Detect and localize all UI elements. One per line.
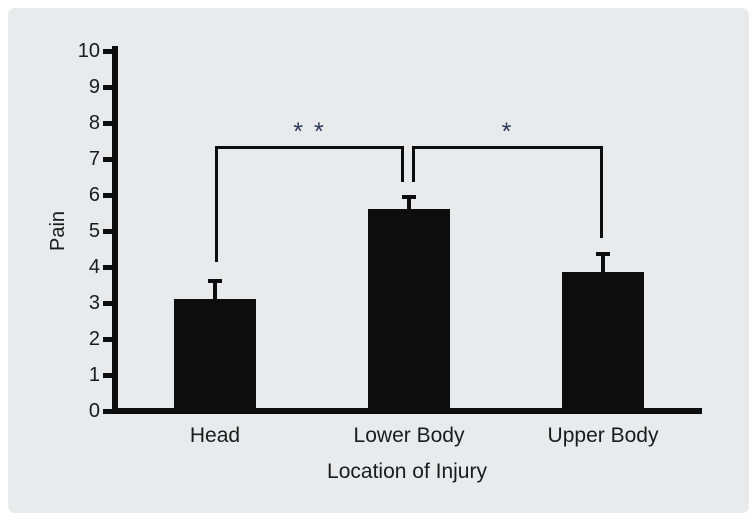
y-tick [103,192,112,198]
y-tick [103,84,112,90]
y-tick-label: 1 [88,364,100,386]
y-tick [103,48,112,54]
bar [368,209,450,411]
x-category-label: Lower Body [353,424,465,447]
error-bar-cap [596,252,610,257]
error-bar-stem [407,196,411,214]
x-axis-title: Location of Injury [327,460,487,483]
y-tick-label: 5 [88,220,100,242]
error-bar-cap [402,194,416,199]
y-tick-label: 7 [88,148,100,170]
significance-bracket [412,146,415,183]
y-tick [103,120,112,126]
y-tick [103,156,112,162]
x-category-label: Upper Body [547,424,659,447]
y-tick-label: 10 [77,40,100,62]
error-bar-stem [213,281,217,304]
y-tick [103,372,112,378]
error-bar-cap [208,279,222,284]
y-tick-label: 2 [88,328,100,350]
significance-bracket [401,146,404,183]
y-tick-label: 4 [88,256,100,278]
y-tick [103,264,112,270]
x-axis-line [112,408,702,414]
significance-bracket [215,146,218,262]
x-category-label: Head [189,424,241,447]
significance-label: * [501,118,514,147]
significance-bracket [412,146,603,150]
significance-bracket [215,146,404,150]
y-tick-label: 6 [88,184,100,206]
significance-label: * * [293,118,326,147]
y-tick-label: 8 [88,112,100,134]
y-tick-label: 0 [88,400,100,422]
y-tick [103,336,112,342]
y-tick [103,408,112,414]
y-tick-label: 3 [88,292,100,314]
y-axis-line [112,46,118,414]
error-bar-stem [601,254,605,277]
significance-bracket [600,146,603,239]
bar [174,299,256,411]
bar [562,272,644,411]
y-tick [103,228,112,234]
y-tick-label: 9 [88,76,100,98]
y-tick [103,300,112,306]
